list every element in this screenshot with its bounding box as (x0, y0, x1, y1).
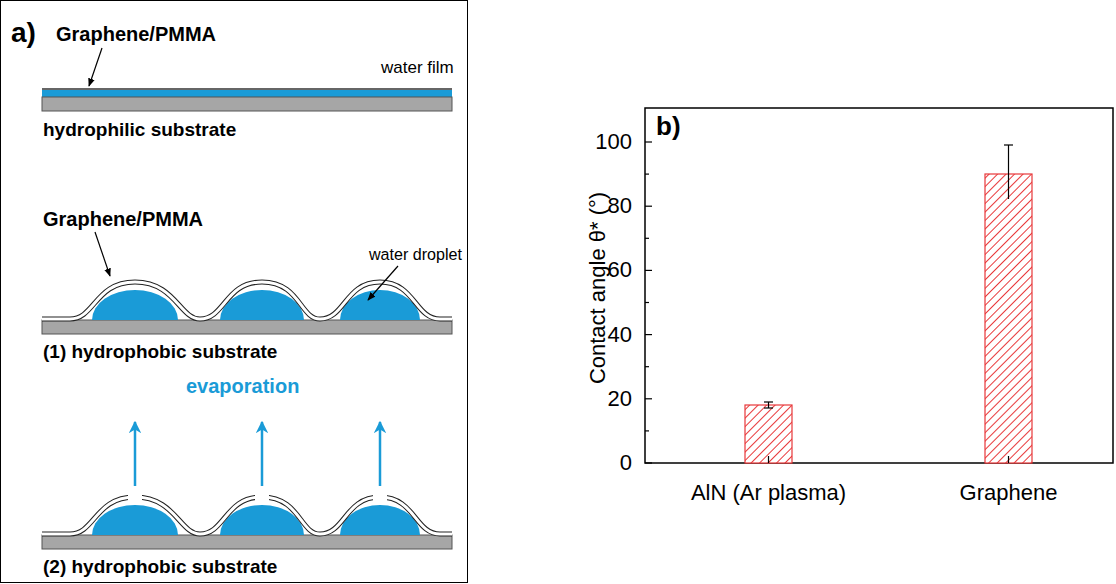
tick-label: 100 (595, 129, 632, 154)
tick-mark (645, 302, 649, 303)
tick-mark (645, 206, 652, 207)
panel-label: b) (656, 112, 681, 142)
tick-mark (645, 430, 649, 431)
tick-mark (645, 174, 649, 175)
tick-label: 80 (608, 194, 632, 219)
tick-mark (645, 366, 649, 367)
tick-mark (645, 270, 652, 271)
annotation: water film (381, 58, 454, 78)
tick-mark (645, 238, 649, 239)
panel-frame: a) Graphene/PMMA water film hydrophilic sub… (0, 0, 468, 583)
bar-chart (645, 108, 1113, 463)
annotation: water droplet (369, 245, 462, 264)
tick-label: 0 (620, 450, 632, 475)
tick-label: 40 (608, 322, 632, 347)
axis-title: Contact angle θ* (°) (585, 192, 610, 384)
category-label: AlN (Ar plasma) (691, 480, 846, 505)
substrate-label: (1) hydrophobic substrate (43, 341, 277, 363)
layer-label: Graphene/PMMA (43, 208, 203, 231)
tick-label: 20 (608, 386, 632, 411)
panel-label: a) (11, 17, 36, 49)
hydrophilic-stack (42, 48, 452, 111)
tick-mark (645, 141, 652, 142)
tick-mark (768, 456, 769, 463)
tick-mark (1008, 456, 1009, 463)
tick-mark (645, 398, 652, 399)
layer-label: Graphene/PMMA (56, 23, 216, 46)
tick-mark (645, 462, 652, 463)
substrate-label: hydrophilic substrate (43, 119, 236, 141)
category-label: Graphene (960, 480, 1058, 505)
hydrophobic-stack-2 (42, 422, 452, 549)
tick-label: 60 (608, 258, 632, 283)
substrate-label: (2) hydrophobic substrate (43, 556, 277, 578)
process-label: evaporation (186, 375, 299, 398)
tick-mark (645, 334, 652, 335)
